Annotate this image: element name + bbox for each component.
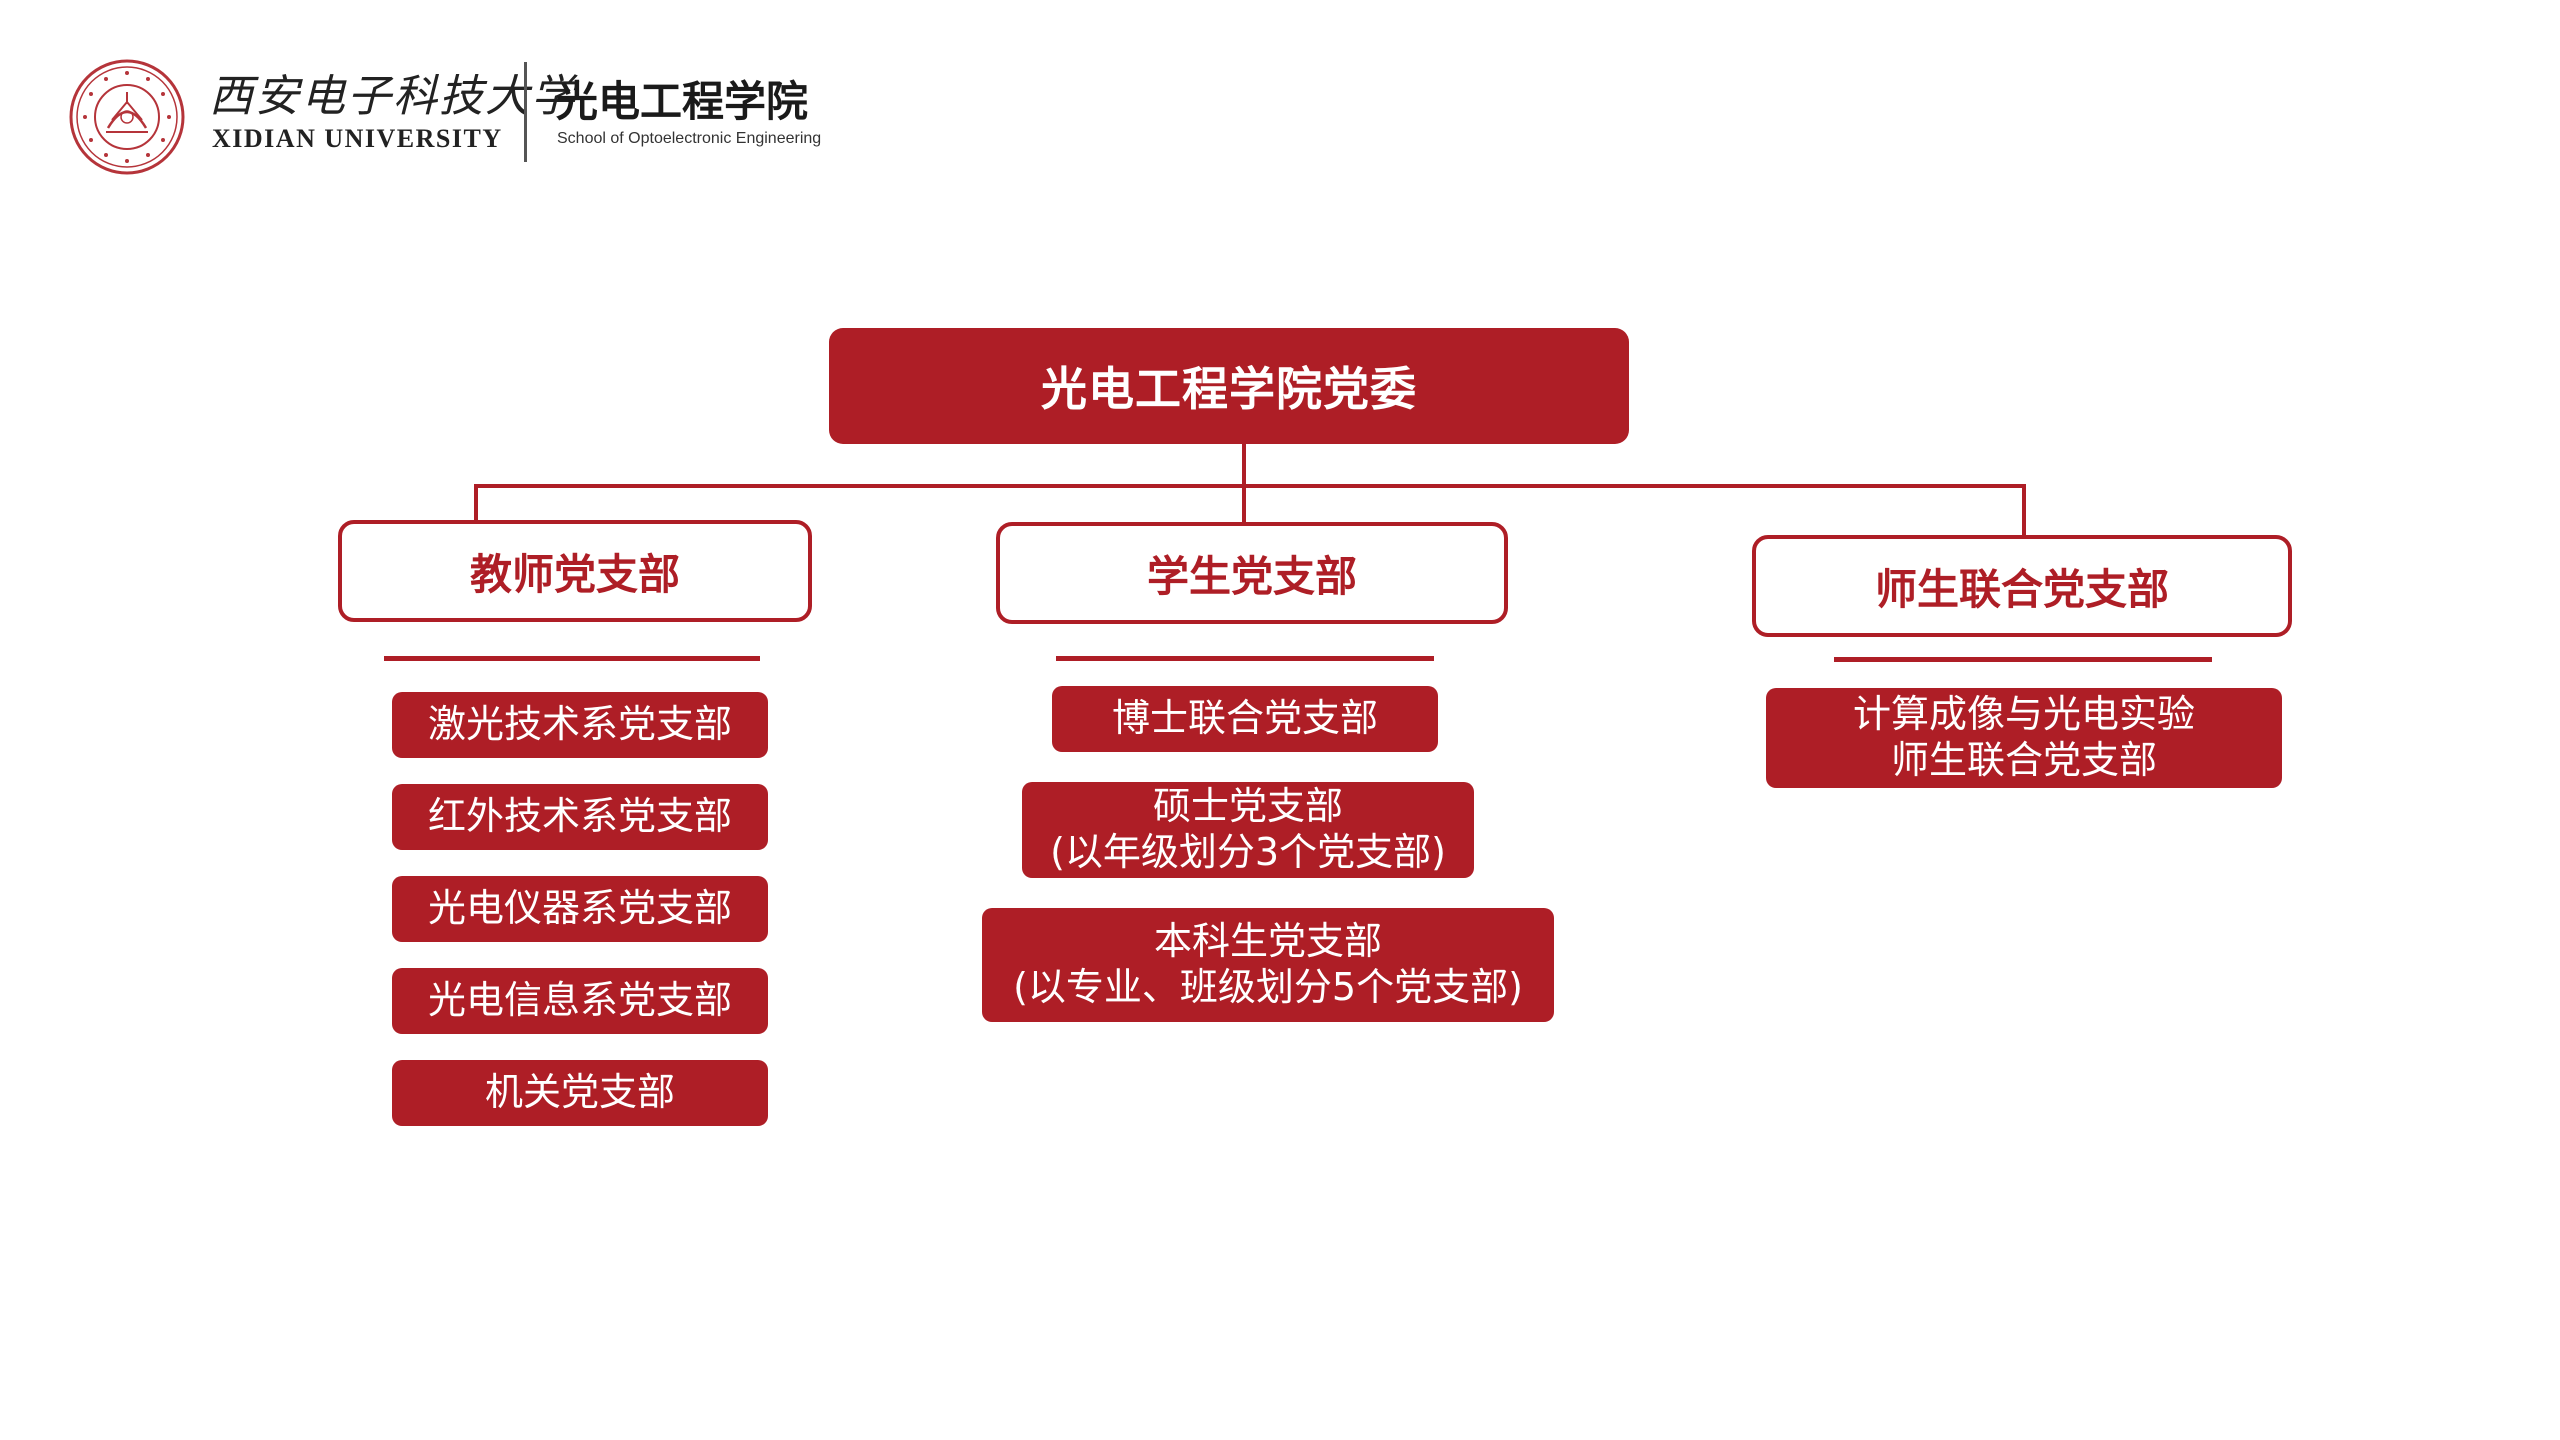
category-joint-branch: 师生联合党支部 [1752, 535, 2292, 637]
teacher-divider [384, 656, 760, 661]
category-student-branch: 学生党支部 [996, 522, 1508, 624]
category-teacher-branch: 教师党支部 [338, 520, 812, 622]
branch-computational-imaging: 计算成像与光电实验 师生联合党支部 [1766, 688, 2282, 788]
joint-divider [1834, 657, 2212, 662]
branch-administration: 机关党支部 [392, 1060, 768, 1126]
header-divider [524, 62, 527, 162]
branch-label: 激光技术系党支部 [427, 702, 732, 747]
branch-optoelectronic-information: 光电信息系党支部 [392, 968, 768, 1034]
branch-laser-tech: 激光技术系党支部 [392, 692, 768, 758]
branch-masters: 硕士党支部 (以年级划分3个党支部) [1022, 782, 1474, 878]
school-name-cn: 光电工程学院 [556, 77, 809, 126]
branch-label: 本科生党支部 [1153, 919, 1382, 964]
branch-note: (以专业、班级划分5个党支部) [1013, 965, 1523, 1009]
header: 西安电子科技大学 XIDIAN UNIVERSITY 光电工程学院 School… [68, 58, 868, 178]
branch-label: 博士联合党支部 [1111, 696, 1378, 741]
branch-label: 硕士党支部 [1152, 784, 1343, 829]
branch-label: 光电信息系党支部 [427, 978, 732, 1023]
branch-undergraduate: 本科生党支部 (以专业、班级划分5个党支部) [982, 908, 1554, 1022]
branch-label: 光电仪器系党支部 [427, 886, 732, 931]
branch-doctoral: 博士联合党支部 [1052, 686, 1438, 752]
school-name-en: School of Optoelectronic Engineering [557, 130, 822, 147]
student-divider [1056, 656, 1434, 661]
university-seal-icon [69, 59, 185, 175]
branch-label: 机关党支部 [484, 1070, 675, 1115]
branch-note: (以年级划分3个党支部) [1050, 830, 1446, 874]
root-party-committee: 光电工程学院党委 [829, 328, 1629, 444]
branch-label: 计算成像与光电实验 [1852, 692, 2195, 737]
branch-label: 红外技术系党支部 [427, 794, 732, 839]
university-name-en: XIDIAN UNIVERSITY [212, 124, 503, 153]
branch-infrared-tech: 红外技术系党支部 [392, 784, 768, 850]
branch-label-line2: 师生联合党支部 [1890, 738, 2157, 782]
branch-optoelectronic-instruments: 光电仪器系党支部 [392, 876, 768, 942]
university-name-cn: 西安电子科技大学 [209, 71, 577, 122]
